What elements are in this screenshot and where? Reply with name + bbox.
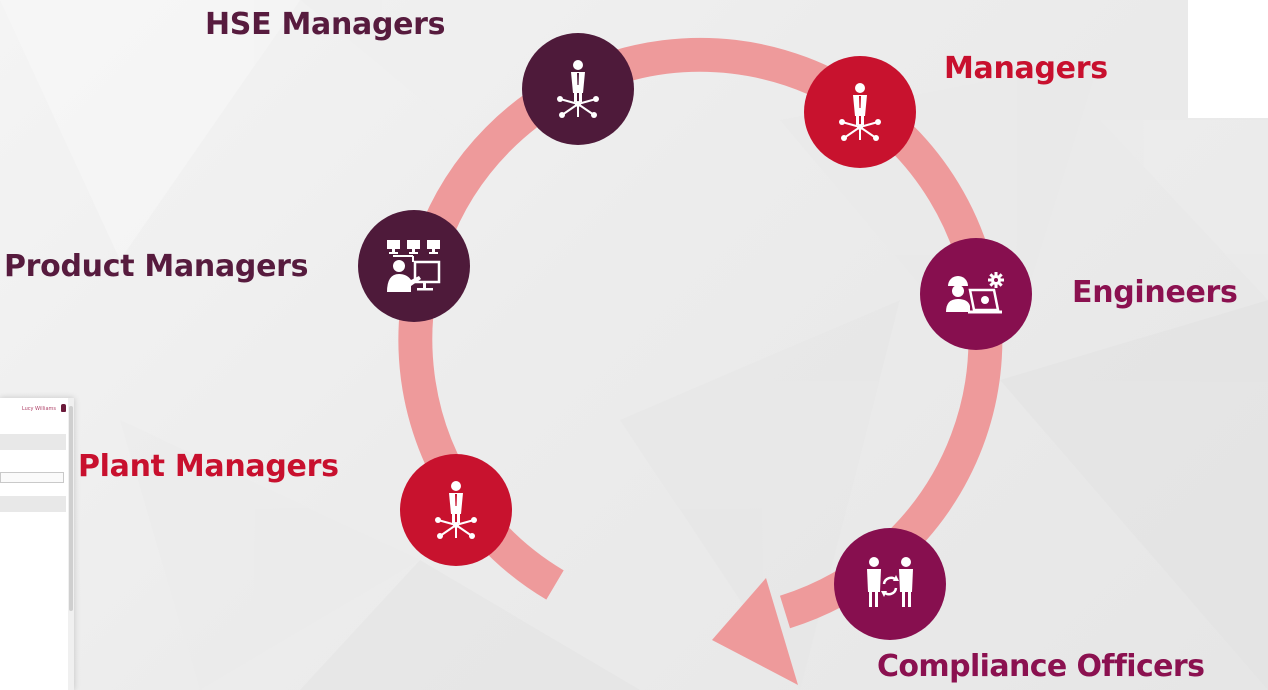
presenter-monitors-icon (387, 240, 441, 292)
node-product-managers (358, 210, 470, 322)
manager-network-icon (435, 481, 477, 539)
screenshot-section-bar (0, 496, 66, 512)
node-engineers (920, 238, 1032, 350)
cycle-ring (398, 37, 1003, 685)
node-hse-managers (522, 33, 634, 145)
screenshot-header-bar (0, 434, 66, 450)
manager-network-icon (839, 83, 881, 141)
label-product-managers: Product Managers (4, 249, 309, 284)
screenshot-user-name: Lucy Williams (21, 406, 56, 412)
cycle-arrowhead (712, 578, 798, 685)
screenshot-input-field (0, 472, 64, 483)
label-plant-managers: Plant Managers (78, 449, 339, 484)
screenshot-scrollbar (68, 398, 74, 690)
app-screenshot-fragment: Lucy Williams (0, 398, 74, 690)
handshake-cycle-icon (867, 557, 913, 607)
node-plant-managers (400, 454, 512, 566)
label-engineers: Engineers (1072, 275, 1238, 310)
top-right-panel (1188, 0, 1268, 118)
node-managers (804, 56, 916, 168)
node-compliance-officers (834, 528, 946, 640)
label-compliance-officers: Compliance Officers (877, 649, 1205, 684)
manager-network-icon (557, 60, 599, 118)
user-icon (61, 404, 66, 412)
engineer-laptop-icon (946, 272, 1004, 314)
label-hse-managers: HSE Managers (205, 7, 446, 42)
label-managers: Managers (944, 51, 1108, 86)
